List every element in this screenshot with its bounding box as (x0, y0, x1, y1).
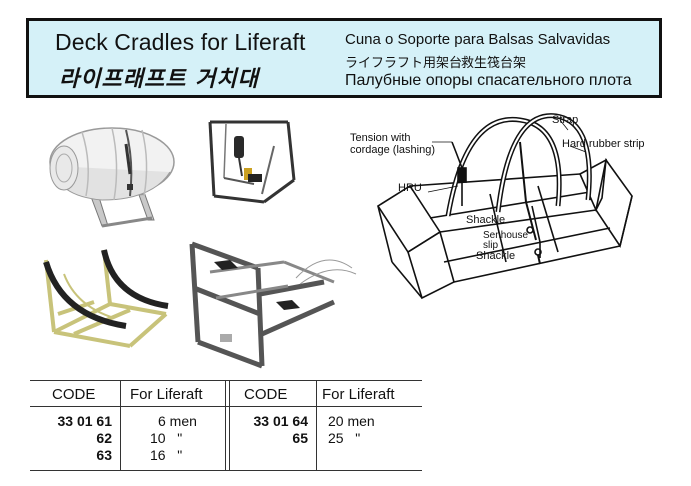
liferaft-canister-photo (42, 114, 180, 232)
cradle-with-hru-photo (204, 118, 300, 210)
table-rule-header (30, 406, 422, 407)
capacity-cell: 16 " (150, 447, 183, 463)
curved-cradle-photo (34, 234, 174, 356)
cradle-line-diagram (370, 112, 670, 320)
title-chinese: 救生筏台架 (461, 56, 527, 71)
table-col-separator (229, 380, 230, 470)
code-cell: 63 (96, 447, 112, 463)
header-code-right: CODE (244, 386, 288, 403)
label-shackle-lower: Shackle (476, 250, 516, 262)
capacity-cell: 10 " (150, 430, 183, 446)
title-korean: 라이프래프트 거치대 (59, 67, 259, 92)
label-lashing: cordage (lashing) (350, 144, 435, 156)
capacity-cell: 20 men (328, 413, 375, 429)
table-col-separator (316, 380, 317, 470)
header-for-left: For Liferaft (130, 386, 203, 403)
header-code-left: CODE (52, 386, 96, 403)
header-for-right: For Liferaft (322, 386, 395, 403)
title-banner: Deck Cradles for Liferaft 라이프래프트 거치대 Cun… (26, 18, 662, 98)
capacity-cell: 6 men (158, 413, 197, 429)
code-cell: 65 (292, 430, 308, 446)
label-senhouse: Senhouse (483, 230, 529, 241)
label-strap: Strap (552, 114, 579, 126)
table-col-separator (225, 380, 226, 470)
title-spanish: Cuna o Soporte para Balsas Salvavidas (345, 31, 611, 48)
title-japanese: ライフラフト用架台 (345, 56, 463, 71)
table-rule-top (30, 380, 422, 381)
title-english: Deck Cradles for Liferaft (55, 29, 306, 55)
capacity-cell: 25 " (328, 430, 361, 446)
table-col-separator (120, 380, 121, 470)
label-slip: slip (483, 240, 499, 251)
label-shackle-upper: Shackle (466, 214, 506, 226)
code-cell: 33 01 61 (57, 413, 113, 429)
frame-cradle-photo (184, 238, 360, 372)
label-hru: HRU (398, 182, 422, 194)
code-cell: 33 01 64 (253, 413, 309, 429)
label-rubber-strip: Hard rubber strip (562, 138, 645, 150)
code-cell: 62 (96, 430, 112, 446)
title-russian: Палубные опоры спасательного плота (345, 72, 632, 89)
table-rule-bottom (30, 470, 422, 471)
label-tension: Tension with (350, 132, 411, 144)
